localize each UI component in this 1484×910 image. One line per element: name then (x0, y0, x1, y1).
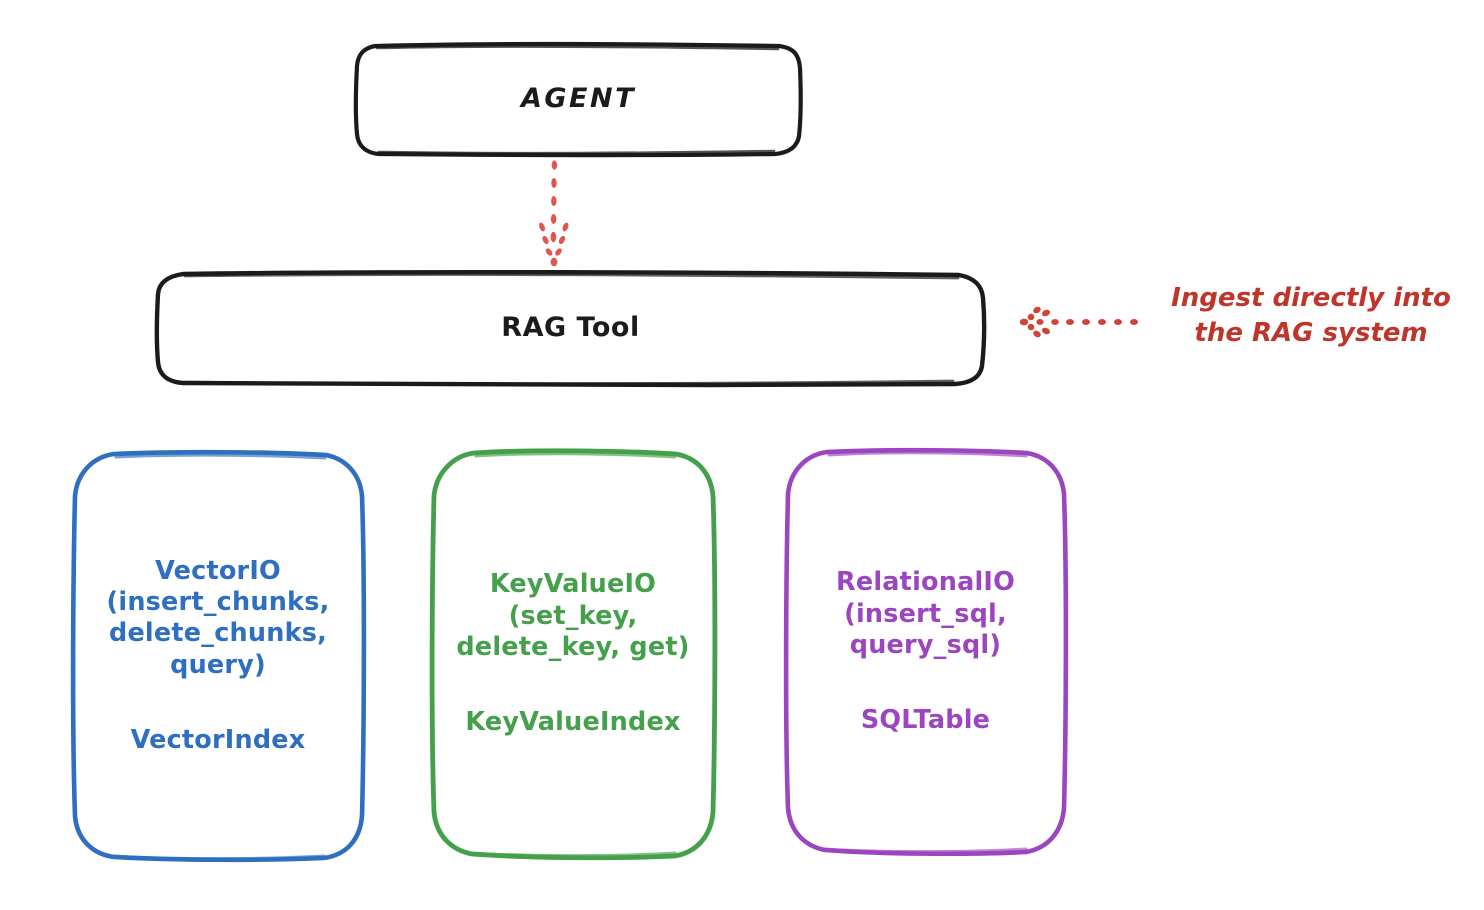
node-relational-io-label: RelationalIO (insert_sql, query_sql) (836, 567, 1015, 660)
node-relational-io-sqltable-label: SQLTable (860, 705, 991, 736)
annotation-ingest: Ingest directly into the RAG system (1171, 283, 1451, 348)
node-rag-tool[interactable]: RAG Tool (154, 269, 987, 388)
node-rag-tool-label: RAG Tool (501, 311, 640, 343)
connector-agent-to-rag-tool (539, 160, 569, 267)
node-vector-io-label: VectorIO (insert_chunks, delete_chunks, … (106, 555, 330, 680)
node-agent-label: AGENT (520, 82, 636, 114)
node-key-value-io-label: KeyValueIO (set_key, delete_key, get) (456, 569, 690, 662)
node-relational-io[interactable]: RelationalIO (insert_sql, query_sql) SQL… (783, 447, 1069, 857)
node-key-value-io-index-label: KeyValueIndex (465, 707, 681, 738)
node-vector-io[interactable]: VectorIO (insert_chunks, delete_chunks, … (70, 449, 367, 863)
node-key-value-io[interactable]: KeyValueIO (set_key, delete_key, get) Ke… (429, 448, 718, 861)
node-agent[interactable]: AGENT (353, 42, 803, 158)
connector-ingest-arrow (1019, 306, 1138, 338)
node-vector-io-index-label: VectorIndex (130, 725, 306, 756)
